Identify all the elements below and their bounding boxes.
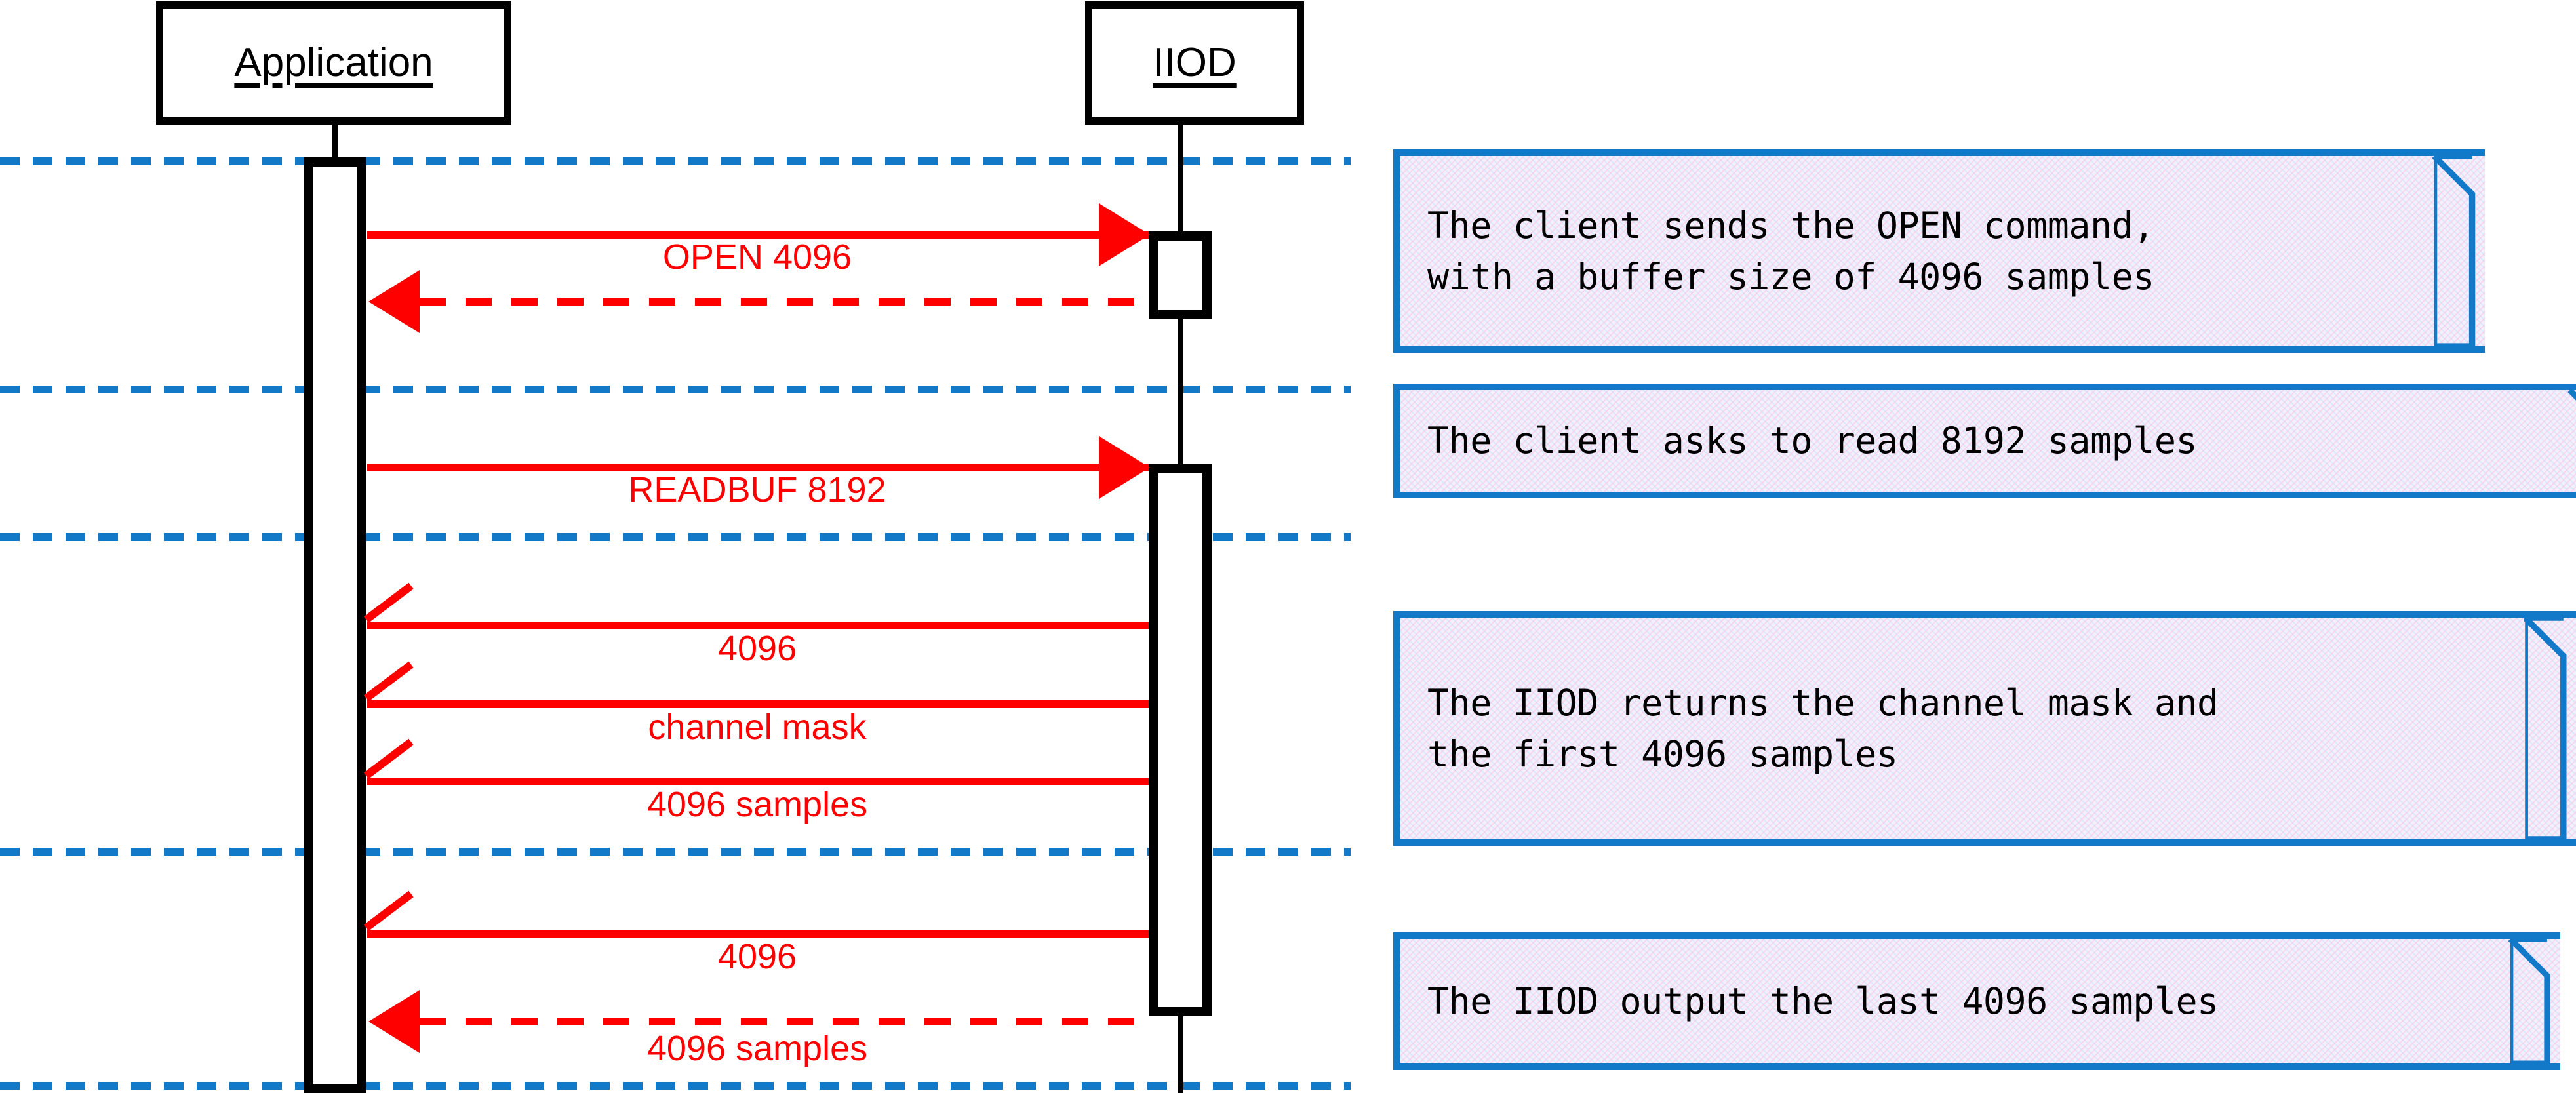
lifeline-head-iiod[interactable]: IIOD xyxy=(1085,1,1304,125)
separator-line-2 xyxy=(0,386,1351,393)
activation-bar-application xyxy=(304,157,366,1093)
arrowhead-readbuf xyxy=(1099,436,1150,499)
activation-bar-iiod-open xyxy=(1149,231,1212,319)
activation-bar-iiod-readbuf xyxy=(1149,464,1212,1016)
message-label-ret-4096-a: 4096 xyxy=(717,629,797,668)
note-content-readbuf: The client asks to read 8192 samples xyxy=(1400,390,2576,492)
note-text-last-chunk: The IIOD output the last 4096 samples xyxy=(1427,980,2219,1022)
message-line-ret-4096-b xyxy=(367,930,1149,938)
arrowhead-ret-4096-a xyxy=(368,586,420,623)
arrowhead-ret-4096-b xyxy=(368,894,420,931)
message-label-open: OPEN 4096 xyxy=(662,237,852,277)
arrowhead-ret-4096-samples-a xyxy=(368,742,420,779)
arrowhead-ret-4096-samples-b xyxy=(368,990,420,1053)
arrowhead-open-return xyxy=(368,270,420,333)
message-label-ret-4096-samples-b: 4096 samples xyxy=(646,1029,868,1068)
message-label-ret-4096-samples-a: 4096 samples xyxy=(646,785,868,824)
message-line-ret-4096-samples-a xyxy=(367,778,1149,785)
lifeline-head-application[interactable]: Application xyxy=(156,1,511,125)
note-box-first-chunk[interactable]: The IIOD returns the channel mask and th… xyxy=(1393,611,2576,846)
message-line-ret-4096-a xyxy=(367,622,1149,629)
note-text-readbuf: The client asks to read 8192 samples xyxy=(1427,420,2198,462)
message-line-channel-mask xyxy=(367,700,1149,708)
note-content-last-chunk: The IIOD output the last 4096 samples xyxy=(1400,939,2560,1063)
note-box-readbuf[interactable]: The client asks to read 8192 samples xyxy=(1393,384,2576,498)
note-text-first-chunk: The IIOD returns the channel mask and th… xyxy=(1427,681,2219,775)
message-line-open-return xyxy=(420,298,1149,306)
message-line-readbuf xyxy=(367,464,1149,471)
message-line-ret-4096-samples-b xyxy=(420,1018,1149,1025)
message-label-channel-mask: channel mask xyxy=(648,707,867,747)
separator-line-5 xyxy=(0,1082,1351,1090)
separator-line-3 xyxy=(0,533,1351,541)
arrowhead-open xyxy=(1099,203,1150,266)
note-box-last-chunk[interactable]: The IIOD output the last 4096 samples xyxy=(1393,932,2560,1070)
separator-line-1 xyxy=(0,157,1351,165)
message-line-open xyxy=(367,231,1149,239)
message-label-readbuf: READBUF 8192 xyxy=(628,470,886,509)
arrowhead-channel-mask xyxy=(368,665,420,702)
lifeline-label-application: Application xyxy=(234,40,433,85)
message-label-ret-4096-b: 4096 xyxy=(717,937,797,976)
lifeline-label-iiod: IIOD xyxy=(1153,40,1237,85)
separator-line-4 xyxy=(0,848,1351,856)
note-text-open: The client sends the OPEN command, with … xyxy=(1427,204,2154,298)
note-box-open[interactable]: The client sends the OPEN command, with … xyxy=(1393,149,2485,353)
note-content-first-chunk: The IIOD returns the channel mask and th… xyxy=(1400,618,2576,839)
note-content-open: The client sends the OPEN command, with … xyxy=(1400,156,2485,346)
